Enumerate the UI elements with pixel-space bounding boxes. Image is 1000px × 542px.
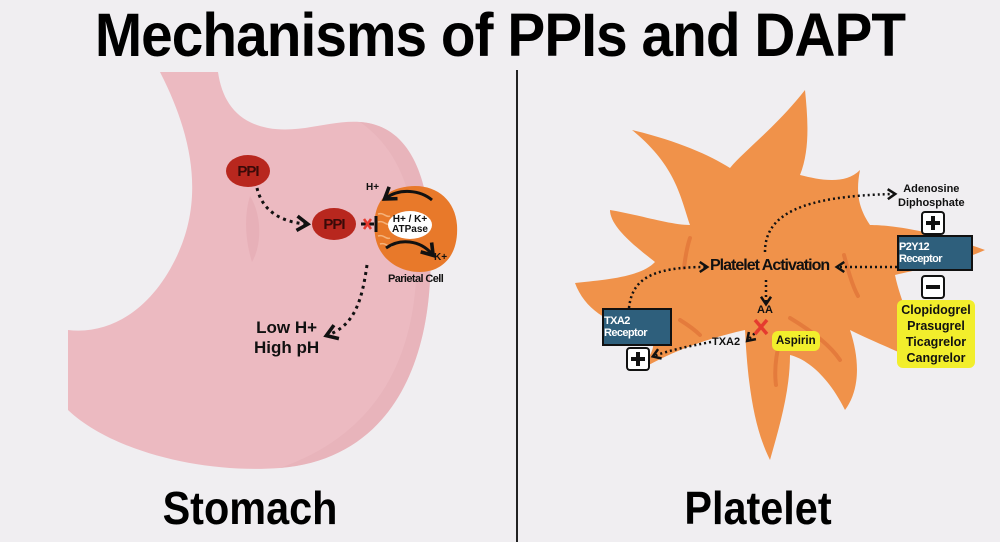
atpase-pump: H+ / K+ ATPase xyxy=(388,211,432,239)
parietal-cell-label: Parietal Cell xyxy=(388,273,444,285)
stomach-label: Stomach xyxy=(162,482,338,534)
txa2-plus-icon xyxy=(626,347,650,371)
inhibitor-item: Ticagrelor xyxy=(905,335,967,349)
adp-label: Adenosine Diphosphate xyxy=(898,182,965,210)
result-label: Low H+ High pH xyxy=(254,318,319,358)
p2y12-minus-icon xyxy=(921,275,945,299)
inhibitor-item: Clopidogrel xyxy=(901,303,971,317)
p2y12-inhibitors-list: Clopidogrel Prasugrel Ticagrelor Cangrel… xyxy=(897,300,975,368)
ppi-path-arrow xyxy=(255,187,312,233)
aspirin-label: Aspirin xyxy=(772,331,820,351)
activation-to-adp-arrow xyxy=(763,188,898,253)
adp-plus-icon xyxy=(921,211,945,235)
inhibitor-item: Prasugrel xyxy=(907,319,965,333)
stomach-shape xyxy=(68,72,431,469)
ppi-outside: PPI xyxy=(226,155,270,187)
inhibitor-item: Cangrelor xyxy=(906,351,966,365)
p2y12-receptor: P2Y12 Receptor xyxy=(897,235,973,271)
inhibition-symbol xyxy=(361,216,378,232)
atpase-line2: ATPase xyxy=(392,224,428,235)
txa2-receptor: TXA2 Receptor xyxy=(602,308,672,346)
atpase-line1: H+ / K+ xyxy=(392,214,428,225)
ppi-inside: PPI xyxy=(312,208,356,240)
platelet-activation-label: Platelet Activation xyxy=(710,257,830,274)
adp-line1: Adenosine xyxy=(903,183,960,195)
aspirin-block-x xyxy=(753,318,769,336)
h-plus-label: H+ xyxy=(366,182,380,193)
stomach-lower-shade xyxy=(280,122,431,468)
platelet-shape xyxy=(575,90,985,460)
h-plus-arrow xyxy=(381,186,433,202)
result-line1: Low H+ xyxy=(256,318,318,337)
k-plus-label: K+ xyxy=(434,252,448,263)
aa-label: AA xyxy=(757,304,773,316)
panel-divider xyxy=(516,70,518,542)
page-title: Mechanisms of PPIs and DAPT xyxy=(94,1,906,69)
result-line2: High pH xyxy=(254,338,320,357)
txa2-label: TXA2 xyxy=(712,336,741,348)
adp-line2: Diphosphate xyxy=(898,197,965,209)
stomach-inner-fold xyxy=(246,196,260,262)
txa2-receptor-to-activation-arrow xyxy=(627,260,710,309)
platelet-label: Platelet xyxy=(684,482,832,534)
aa-to-txa2-arrow xyxy=(745,329,759,343)
k-plus-arrow xyxy=(385,240,436,258)
txa2-to-plus-arrow xyxy=(650,340,712,360)
